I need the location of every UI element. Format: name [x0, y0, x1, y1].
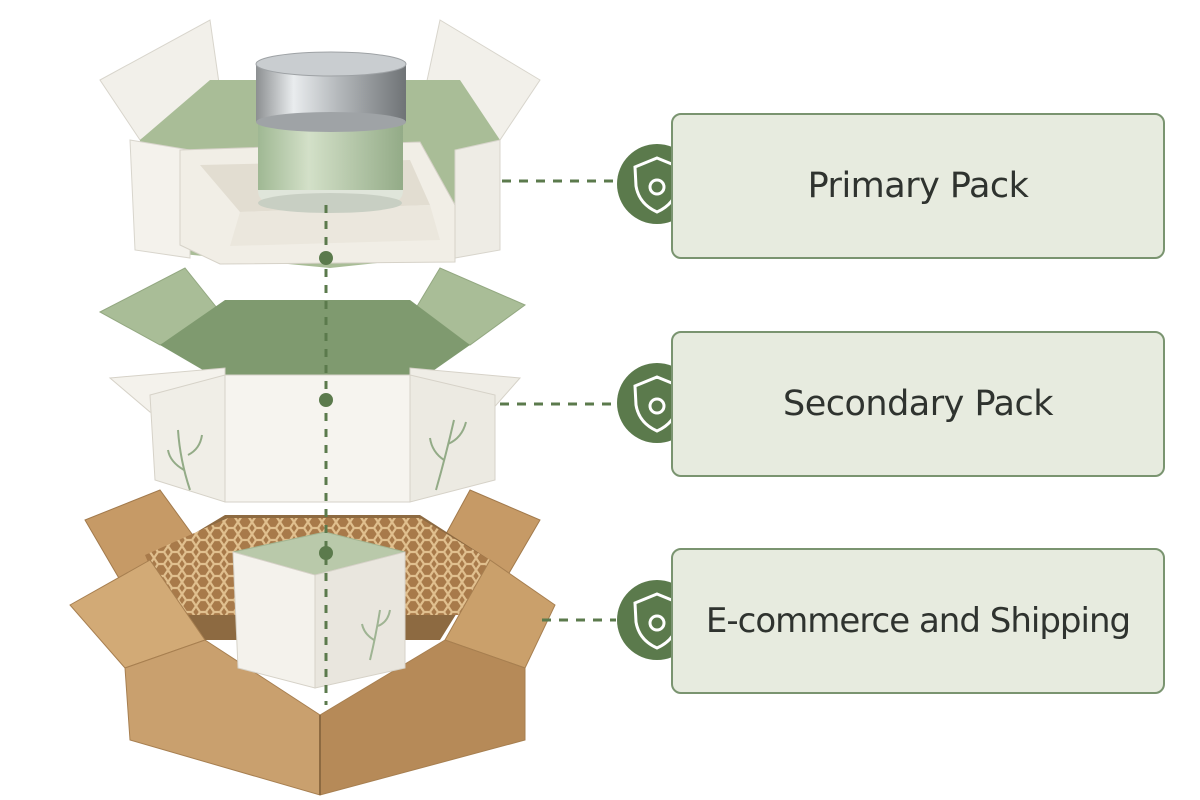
vertical-connector	[319, 205, 333, 705]
secondary-pack-box	[98, 267, 527, 503]
connector-dot-shipping	[319, 546, 333, 560]
label-primary-pack: Primary Pack	[807, 166, 1029, 206]
label-card-shipping: E-commerce and Shipping	[671, 548, 1165, 694]
cream-jar	[255, 51, 407, 213]
connector-dot-secondary	[319, 393, 333, 407]
label-secondary-pack: Secondary Pack	[783, 384, 1053, 424]
leader-lines	[500, 179, 616, 622]
label-card-secondary: Secondary Pack	[671, 331, 1165, 477]
label-card-primary: Primary Pack	[671, 113, 1165, 259]
label-ecommerce-shipping: E-commerce and Shipping	[705, 601, 1131, 641]
inner-secondary-carton	[232, 531, 406, 689]
connector-dot-primary	[319, 251, 333, 265]
